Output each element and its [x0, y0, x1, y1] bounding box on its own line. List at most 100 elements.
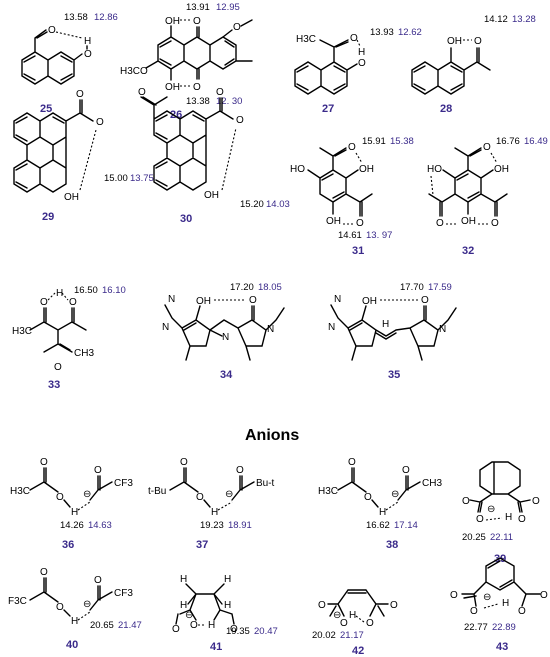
compound-number: 35 — [388, 369, 400, 381]
atom-o: O — [366, 618, 374, 629]
atom-ho: HO — [290, 164, 305, 175]
value-first: 13.91 — [186, 2, 210, 13]
value-second: 17.59 — [428, 282, 452, 293]
value-second: 16.10 — [102, 285, 126, 296]
atom-h: H — [224, 574, 231, 585]
value-first: 20.65 — [90, 620, 114, 631]
value-first: 15.91 — [362, 136, 386, 147]
atom-o: O — [348, 142, 356, 153]
compound-number: 28 — [440, 103, 452, 115]
atom-ch3: CH3 — [74, 348, 94, 359]
atom-o: O — [491, 218, 499, 229]
atom-o: O — [216, 87, 224, 98]
atom-h: H — [71, 507, 78, 518]
atom-minus: ⊖ — [487, 504, 495, 515]
compound-37: t-Bu O O H O ⊖ Bu-t 19.23 18.91 37 — [148, 457, 275, 551]
atom-o: O — [236, 465, 244, 476]
value-second: 21.47 — [118, 620, 142, 631]
compound-number: 30 — [180, 213, 192, 225]
atom-h: H — [505, 512, 512, 523]
atom-n: N — [334, 294, 341, 305]
atom-h: H — [180, 600, 187, 611]
atom-o: O — [390, 600, 398, 611]
atom-o: O — [94, 575, 102, 586]
atom-o: O — [340, 618, 348, 629]
compound-number: 37 — [196, 539, 208, 551]
atom-h: H — [382, 319, 389, 330]
section-title-anions: Anions — [245, 427, 299, 444]
compound-25: O H O 13.58 12.86 25 — [21, 12, 118, 115]
atom-h: H — [379, 507, 386, 518]
value-second: 20.47 — [254, 626, 278, 637]
atom-o: O — [318, 600, 326, 611]
compound-35: N N OH H O N 17.70 17.59 35 — [328, 282, 457, 381]
value-second: 13. 97 — [366, 230, 392, 241]
value-second: 21.17 — [340, 630, 364, 641]
atom-o: O — [69, 297, 77, 308]
value-second: 14.03 — [266, 199, 290, 210]
atom-o: O — [518, 606, 526, 617]
atom-o: O — [483, 142, 491, 153]
value-second: 12.62 — [398, 27, 422, 38]
atom-o: O — [364, 492, 372, 503]
atom-o: O — [56, 602, 64, 613]
atom-bu-t: Bu-t — [256, 478, 275, 489]
value-first: 19.35 — [226, 626, 250, 637]
atom-oh: OH — [64, 192, 79, 203]
atom-n: N — [168, 294, 175, 305]
atom-o: O — [48, 25, 56, 36]
atom-tbu: t-Bu — [148, 486, 166, 497]
atom-h: H — [208, 620, 215, 631]
compound-32: O OH O OH O HO 16.76 16.49 32 — [427, 136, 548, 257]
atom-o: O — [233, 22, 241, 33]
compound-number: 34 — [220, 369, 233, 381]
value-second: 14.63 — [88, 520, 112, 531]
compound-number: 40 — [66, 639, 78, 651]
atom-h: H — [224, 600, 231, 611]
atom-cf3: CF3 — [114, 588, 133, 599]
atom-o: O — [96, 117, 104, 128]
value-first: 14.12 — [484, 14, 508, 25]
atom-o: O — [190, 620, 198, 631]
atom-minus: ⊖ — [333, 610, 341, 621]
value-first: 13.93 — [370, 27, 394, 38]
atom-minus: ⊖ — [83, 599, 91, 610]
atom-h3co: H3CO — [120, 66, 148, 77]
atom-h3c: H3C — [296, 34, 316, 45]
atom-f3c: F3C — [8, 596, 27, 607]
atom-o: O — [462, 496, 470, 507]
atom-o: O — [470, 606, 478, 617]
atom-o: O — [436, 218, 444, 229]
atom-n: N — [162, 322, 169, 333]
value-second: 12. 30 — [216, 96, 242, 107]
value-first: 14.26 — [60, 520, 84, 531]
atom-o: O — [348, 457, 356, 468]
atom-n: N — [439, 324, 446, 335]
compound-30: O O O OH 15.20 14.03 30 — [138, 87, 290, 225]
value-second: 18.05 — [258, 282, 282, 293]
value-first: 17.70 — [400, 282, 424, 293]
atom-oh: OH — [165, 82, 180, 93]
atom-o: O — [450, 590, 458, 601]
compound-43: O O O O ⊖ H 22.77 22.89 43 — [450, 557, 548, 653]
atom-minus: ⊖ — [185, 610, 193, 621]
atom-oh: OH — [359, 164, 374, 175]
value-first: 22.77 — [464, 622, 488, 633]
value-first: 20.02 — [312, 630, 336, 641]
atom-n: N — [222, 332, 229, 343]
atom-oh: OH — [447, 36, 462, 47]
atom-o: O — [532, 496, 540, 507]
atom-o: O — [172, 624, 180, 635]
atom-o: O — [196, 492, 204, 503]
atom-oh: OH — [362, 296, 377, 307]
value-second: 17.14 — [394, 520, 418, 531]
value-second: 12.95 — [216, 2, 240, 13]
value-second: 12.86 — [94, 12, 118, 23]
atom-oh: OH — [165, 16, 180, 27]
atom-h: H — [71, 616, 78, 627]
atom-n: N — [328, 322, 335, 333]
atom-o: O — [180, 457, 188, 468]
atom-o: O — [76, 89, 84, 100]
compound-38: H3C O O H O ⊖ CH3 16.62 17.14 38 — [318, 457, 442, 551]
compound-number: 32 — [462, 245, 474, 257]
